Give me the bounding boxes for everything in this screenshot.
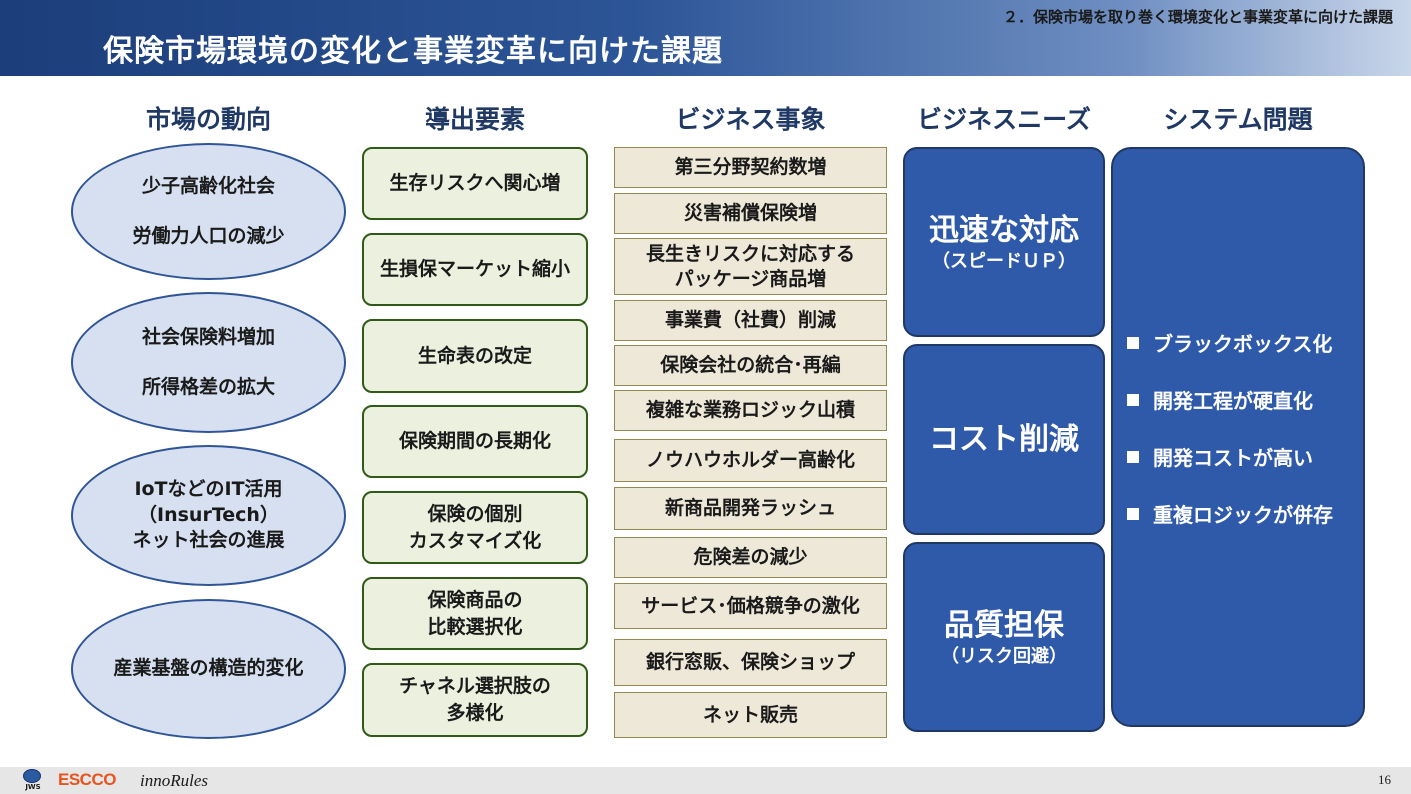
event-box: 第三分野契約数増 [614,147,887,188]
need-title: 品質担保 [944,607,1064,643]
event-line: 保険会社の統合･再編 [660,354,841,377]
page-title: 保険市場環境の変化と事業変革に向けた課題 [103,34,723,69]
market-trend-line: 所得格差の拡大 [141,375,275,398]
system-issue-item: ブラックボックス化 [1127,314,1333,371]
system-issue-text: 重複ロジックが併存 [1153,503,1333,527]
system-issue-text: 開発工程が硬直化 [1153,389,1313,413]
system-issue-item: 重複ロジックが併存 [1127,485,1333,542]
innorules-logo: innoRules [140,771,208,790]
square-bullet-icon [1127,450,1139,463]
event-line: サービス･価格競争の激化 [641,594,860,617]
section-label: ２．保険市場を取り巻く環境変化と事業変革に向けた課題 [1002,8,1393,26]
need-box-quality: 品質担保 （リスク回避） [903,542,1105,732]
factor-line: 生損保マーケット縮小 [379,258,570,281]
factor-line: カスタマイズ化 [408,529,542,552]
event-line: 新商品開発ラッシュ [664,497,836,520]
event-box: 複雑な業務ロジック山積 [614,390,887,431]
event-box: ネット販売 [614,692,887,738]
factor-line: 生存リスクへ関心増 [389,172,561,195]
market-trend-line: 少子高齢化社会 [141,174,275,197]
column-header-events: ビジネス事象 [675,105,826,134]
need-title: コスト削減 [929,422,1079,457]
footer-bar: JWS ESCCO innoRules 16 [0,767,1411,794]
event-box: 保険会社の統合･再編 [614,345,887,386]
system-issue-item: 開発工程が硬直化 [1127,371,1333,428]
market-trend-line: 社会保険料増加 [141,325,275,348]
column-header-issues: システム問題 [1163,105,1313,134]
event-line: 第三分野契約数増 [674,156,827,179]
jws-logo: JWS [20,769,46,791]
event-box: 新商品開発ラッシュ [614,487,887,530]
event-line: 銀行窓販、保険ショップ [645,651,855,674]
factor-line: 比較選択化 [427,615,523,638]
title-banner: ２．保険市場を取り巻く環境変化と事業変革に向けた課題 保険市場環境の変化と事業変… [0,0,1411,76]
square-bullet-icon [1127,336,1139,349]
escco-logo: ESCCO [58,770,116,789]
factor-box: チャネル選択肢の 多様化 [362,663,588,737]
need-title: 迅速な対応 [929,212,1079,248]
system-issues-box: ブラックボックス化 開発工程が硬直化 開発コストが高い 重複ロジックが併存 [1111,147,1365,727]
market-trend-oval: 少子高齢化社会 労働力人口の減少 [71,143,346,280]
square-bullet-icon [1127,393,1139,406]
factor-line: 生命表の改定 [417,344,532,367]
factor-line: 保険期間の長期化 [398,430,551,453]
system-issues-list: ブラックボックス化 開発工程が硬直化 開発コストが高い 重複ロジックが併存 [1127,314,1333,542]
event-box: ノウハウホルダー高齢化 [614,439,887,482]
factor-line: 多様化 [446,702,504,724]
event-line: ノウハウホルダー高齢化 [645,449,855,472]
event-line: 危険差の減少 [693,546,808,569]
event-box: 事業費（社費）削減 [614,300,887,341]
event-box: 長生きリスクに対応する パッケージ商品増 [614,238,887,295]
market-trend-line: （InsurTech） [138,503,279,526]
factor-line: 保険商品の [427,588,523,611]
page-number: 16 [1378,772,1391,787]
column-header-needs: ビジネスニーズ [917,105,1091,134]
factor-box: 生損保マーケット縮小 [362,233,588,306]
factor-box: 生存リスクへ関心増 [362,147,588,220]
column-header-market: 市場の動向 [145,105,271,134]
system-issue-item: 開発コストが高い [1127,428,1333,485]
system-issue-text: 開発コストが高い [1153,446,1313,470]
factor-box: 保険商品の 比較選択化 [362,577,588,650]
system-issue-text: ブラックボックス化 [1153,332,1333,356]
market-trend-line: ネット社会の進展 [132,529,285,552]
market-trend-line: IoTなどのIT活用 [134,478,283,501]
event-line: 事業費（社費）削減 [664,309,836,332]
factor-box: 保険の個別 カスタマイズ化 [362,491,588,564]
factor-line: 保険の個別 [427,502,523,525]
event-box: 危険差の減少 [614,537,887,578]
event-line: 複雑な業務ロジック山積 [645,399,855,422]
event-line: パッケージ商品増 [674,267,827,290]
market-trend-oval: IoTなどのIT活用 （InsurTech） ネット社会の進展 [71,445,346,586]
column-header-factors: 導出要素 [424,105,525,134]
market-trend-oval: 産業基盤の構造的変化 [71,599,346,739]
market-trend-line: 産業基盤の構造的変化 [113,657,304,680]
factor-box: 生命表の改定 [362,319,588,393]
factor-box: 保険期間の長期化 [362,405,588,478]
square-bullet-icon [1127,507,1139,520]
globe-icon [23,769,41,783]
market-trend-line: 労働力人口の減少 [132,224,285,247]
factor-line: チャネル選択肢の [399,675,551,698]
event-box: 銀行窓販、保険ショップ [614,639,887,686]
need-box-cost: コスト削減 [903,344,1105,535]
need-subtitle: （スピードＵＰ） [932,250,1076,272]
jws-logo-text: JWS [25,783,41,791]
event-line: 災害補償保険増 [683,202,817,225]
market-trend-oval: 社会保険料増加 所得格差の拡大 [71,292,346,433]
need-box-speed: 迅速な対応 （スピードＵＰ） [903,147,1105,337]
event-line: 長生きリスクに対応する [645,242,855,265]
need-subtitle: （リスク回避） [941,645,1067,667]
event-box: 災害補償保険増 [614,193,887,234]
event-box: サービス･価格競争の激化 [614,583,887,629]
event-line: ネット販売 [702,703,798,726]
